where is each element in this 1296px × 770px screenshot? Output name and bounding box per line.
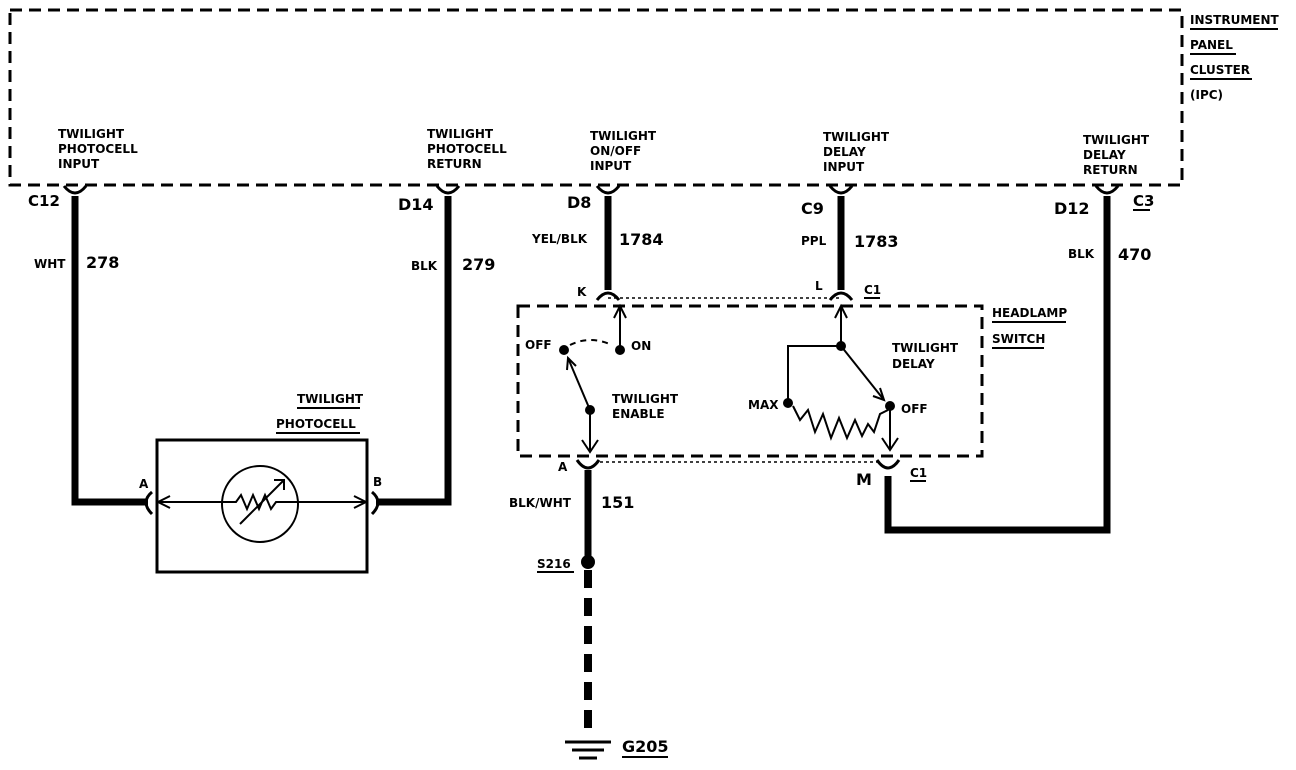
pin-d8: D8 [567,193,591,212]
connector-k-arc [595,291,621,301]
wire-470-color: BLK [1068,247,1095,261]
svg-text:TWILIGHT: TWILIGHT [590,129,657,143]
headlamp-switch-label: HEADLAMP SWITCH [992,306,1067,349]
wire-279 [376,196,452,506]
connector-c1-bottom: C1 [910,466,927,480]
twilight-enable-label-2: ENABLE [612,407,665,421]
splice-label: S216 [537,557,571,571]
switch-on-label: ON [631,339,651,353]
connector-a-arc [575,459,601,470]
twilight-delay-rheostat: MAX OFF TWILIGHT DELAY [748,303,959,452]
ground-symbol [565,740,611,760]
terminal-photocell-return: TWILIGHT PHOTOCELL RETURN [427,127,507,171]
photocell-title-1: TWILIGHT [297,392,364,406]
svg-text:DELAY: DELAY [823,145,866,159]
svg-text:CLUSTER: CLUSTER [1190,63,1250,77]
wire-151-circuit: 151 [601,493,634,512]
photocell-pin-b: B [373,475,382,489]
svg-text:INPUT: INPUT [823,160,865,174]
svg-text:TWILIGHT: TWILIGHT [58,127,125,141]
twilight-enable-label-1: TWILIGHT [612,392,679,406]
pin-m: M [856,470,872,489]
pin-l: L [815,279,823,293]
svg-text:TWILIGHT: TWILIGHT [823,130,890,144]
pin-c9: C9 [801,199,824,218]
wire-279-circuit: 279 [462,255,495,274]
wire-278-circuit: 278 [86,253,119,272]
svg-text:DELAY: DELAY [1083,148,1126,162]
headlamp-switch-boundary [516,304,984,458]
wire-1783-color: PPL [801,234,827,248]
delay-off-label: OFF [901,402,928,416]
svg-text:INPUT: INPUT [590,159,632,173]
svg-text:TWILIGHT: TWILIGHT [1083,133,1150,147]
terminal-photocell-input: TWILIGHT PHOTOCELL INPUT [58,127,138,171]
connector-l-arc [828,291,854,301]
ipc-label: INSTRUMENT PANEL CLUSTER (IPC) [1190,13,1280,102]
pin-a: A [558,460,568,474]
splice-s216 [581,555,595,569]
twilight-delay-label-1: TWILIGHT [892,341,959,355]
twilight-enable-switch: OFF ON TWILIGHT ENABLE [525,303,679,454]
svg-text:TWILIGHT: TWILIGHT [427,127,494,141]
pin-d12: D12 [1054,199,1090,218]
twilight-delay-label-2: DELAY [892,357,935,371]
ipc-connector-arcs [62,185,1120,195]
svg-text:RETURN: RETURN [427,157,482,171]
terminal-onoff-input: TWILIGHT ON/OFF INPUT [590,129,657,173]
wire-151-color: BLK/WHT [509,496,572,510]
ground-label: G205 [622,737,669,756]
svg-text:SWITCH: SWITCH [992,332,1045,346]
svg-text:(IPC): (IPC) [1190,88,1223,102]
max-label: MAX [748,398,779,412]
ipc-boundary [8,8,1184,187]
wire-1784-circuit: 1784 [619,230,664,249]
wire-279-color: BLK [411,259,438,273]
pin-d14: D14 [398,195,434,214]
wire-1784-color: YEL/BLK [531,232,588,246]
pin-k: K [577,285,587,299]
svg-text:ON/OFF: ON/OFF [590,144,641,158]
svg-text:PHOTOCELL: PHOTOCELL [58,142,138,156]
connector-c1-top: C1 [864,283,881,297]
connector-m-arc [875,459,901,470]
wire-470 [884,196,1111,534]
svg-text:HEADLAMP: HEADLAMP [992,306,1067,320]
pin-c12: C12 [28,192,60,210]
svg-text:PANEL: PANEL [1190,38,1233,52]
terminal-delay-input: TWILIGHT DELAY INPUT [823,130,890,174]
wire-278-color: WHT [34,257,66,271]
svg-text:INPUT: INPUT [58,157,100,171]
photocell-pin-a: A [139,477,149,491]
svg-text:INSTRUMENT: INSTRUMENT [1190,13,1280,27]
wire-1783-circuit: 1783 [854,232,899,251]
svg-text:PHOTOCELL: PHOTOCELL [427,142,507,156]
switch-off-label: OFF [525,338,552,352]
terminal-delay-return: TWILIGHT DELAY RETURN [1083,133,1150,177]
connector-c3: C3 [1133,192,1154,210]
svg-text:RETURN: RETURN [1083,163,1138,177]
twilight-photocell: A B TWILIGHT PHOTOCELL [139,392,382,574]
wire-278 [71,196,148,506]
wire-470-circuit: 470 [1118,245,1151,264]
photocell-title-2: PHOTOCELL [276,417,356,431]
